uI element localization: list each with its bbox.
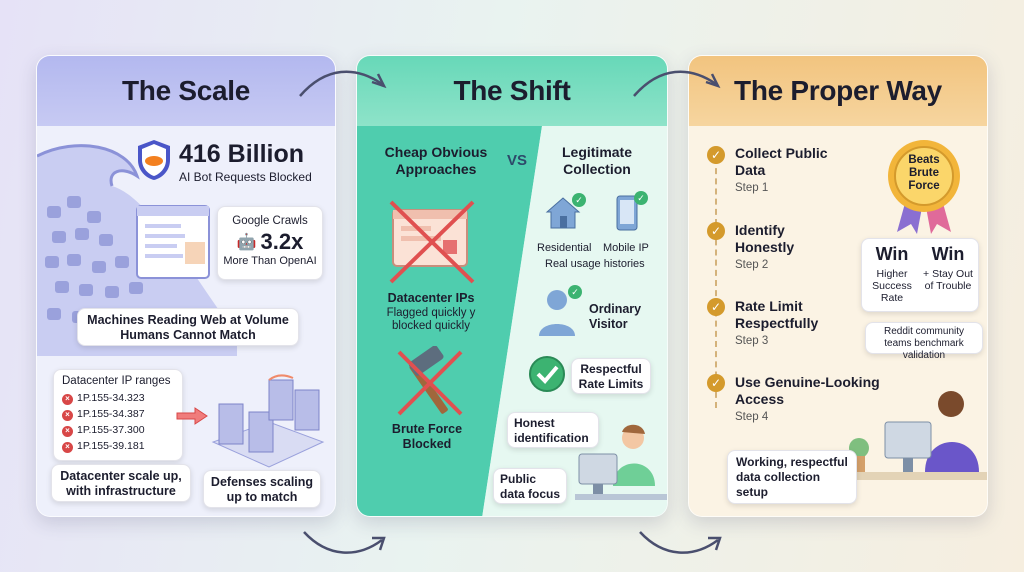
- residential-label: Residential: [537, 242, 592, 254]
- panel-title-shift: The Shift: [357, 56, 667, 126]
- step-title: Use Genuine-Looking Access: [735, 374, 880, 407]
- right-heading: Legitimate Collection: [561, 144, 632, 177]
- rate-limits-label: Respectful Rate Limits: [571, 358, 651, 394]
- curved-arrow-icon: [633, 70, 721, 97]
- ip-row: ×1P.155-34.323: [62, 390, 174, 406]
- phone-icon: ✓: [616, 191, 648, 231]
- steps-timeline: [715, 158, 717, 408]
- step-number: Step 3: [735, 335, 769, 347]
- curved-arrow-icon: [639, 531, 722, 554]
- step-item: ✓: [707, 374, 725, 392]
- panel-title-scale: The Scale: [37, 56, 335, 126]
- datacenter-sub: Flagged quickly y blocked quickly: [386, 307, 476, 332]
- win-label-1: Win: [875, 244, 909, 264]
- public-focus-label: Public data focus: [493, 468, 567, 504]
- multiplier-value: 3.2x: [260, 229, 304, 254]
- win-label-2: Win: [931, 244, 965, 264]
- person-icon: ✓: [539, 285, 582, 336]
- step-item: ✓: [707, 298, 725, 316]
- ip-row: ×1P.155-39.181: [62, 438, 174, 454]
- check-icon: ✓: [707, 298, 725, 316]
- block-x-icon: ×: [62, 409, 73, 421]
- browser-window-icon: [136, 205, 210, 279]
- step-title: Identify Honestly: [735, 222, 795, 255]
- crossed-browser-icon: [389, 200, 475, 284]
- win-sub-2: + Stay Out of Trouble: [923, 268, 973, 292]
- svg-text:✓: ✓: [575, 195, 583, 205]
- honest-id-label: Honest identification: [507, 412, 599, 448]
- red-arrow-icon: [176, 407, 208, 425]
- badge-label: Beats Brute Force: [908, 154, 940, 192]
- win-sub-1: Higher Success Rate: [872, 268, 912, 304]
- win-card: [861, 238, 979, 312]
- ip-ranges-box: Datacenter IP ranges ×1P.155-34.323 ×1P.…: [53, 369, 183, 461]
- panel-scale: The Scale 416 Billion AI Bot Requests Bl…: [36, 55, 336, 517]
- curved-arrow-icon: [303, 531, 386, 554]
- scale-caption: Datacenter scale up, with infrastructure: [51, 464, 191, 502]
- big-number: 416 Billion: [179, 140, 305, 168]
- defense-caption: Defenses scaling up to match: [203, 470, 321, 508]
- google-crawls-label: Google Crawls: [232, 215, 308, 227]
- step-title: Collect Public Data: [735, 145, 828, 178]
- ordinary-visitor-label: Ordinary Visitor: [589, 302, 642, 331]
- check-icon: ✓: [707, 146, 725, 164]
- left-heading: Cheap Obvious Approaches: [384, 144, 488, 177]
- machines-caption: Machines Reading Web at Volume Humans Ca…: [77, 308, 299, 346]
- panel-proper: The Proper Way ✓ Collect Public Data Ste…: [688, 55, 988, 517]
- ip-ranges-title: Datacenter IP ranges: [62, 375, 171, 387]
- curved-arrow-icon: [299, 70, 387, 97]
- panel-title-proper: The Proper Way: [689, 56, 987, 126]
- cloudflare-shield-icon: [138, 140, 170, 180]
- vs-label: VS: [507, 152, 528, 169]
- check-icon: ✓: [707, 222, 725, 240]
- hammer-icon: [397, 346, 463, 416]
- big-caption: AI Bot Requests Blocked: [179, 170, 312, 184]
- step-item: ✓: [707, 222, 725, 240]
- desk-person-icon: [839, 391, 987, 480]
- badge-ribbon-icon: [888, 140, 960, 234]
- step-number: Step 1: [735, 182, 769, 194]
- block-x-icon: ×: [62, 425, 73, 437]
- brute-force-label: Brute Force Blocked: [391, 422, 463, 451]
- ip-row: ×1P.155-37.300: [62, 422, 174, 438]
- reddit-note: Reddit community teams benchmark validat…: [865, 322, 983, 361]
- block-x-icon: ×: [62, 441, 73, 453]
- panel-shift: The Shift Cheap Obvious Approaches VS Le…: [356, 55, 668, 517]
- google-crawl-card: Google Crawls 🤖 3.2x More Than OpenAI: [217, 206, 323, 280]
- ip-row: ×1P.155-34.387: [62, 406, 174, 422]
- more-than-openai-label: More Than OpenAI: [223, 255, 317, 267]
- svg-text:✓: ✓: [571, 287, 579, 297]
- robot-icon: 🤖: [236, 234, 257, 251]
- mobile-ip-label: Mobile IP: [603, 242, 649, 254]
- step-title: Rate Limit Respectfully: [735, 298, 819, 331]
- datacenter-label: Datacenter IPs: [387, 291, 475, 305]
- desk-person-icon: [575, 424, 667, 500]
- step-item: ✓: [707, 146, 725, 164]
- server-rack-icon: [211, 374, 325, 468]
- check-icon: ✓: [707, 374, 725, 392]
- step-number: Step 4: [735, 411, 769, 423]
- block-x-icon: ×: [62, 393, 73, 405]
- step-number: Step 2: [735, 259, 769, 271]
- svg-text:✓: ✓: [637, 193, 645, 203]
- setup-caption: Working, respectful data collection setu…: [727, 450, 857, 504]
- check-circle-icon: [529, 356, 565, 392]
- usage-histories-label: Real usage histories: [545, 258, 645, 270]
- house-icon: ✓: [545, 193, 586, 229]
